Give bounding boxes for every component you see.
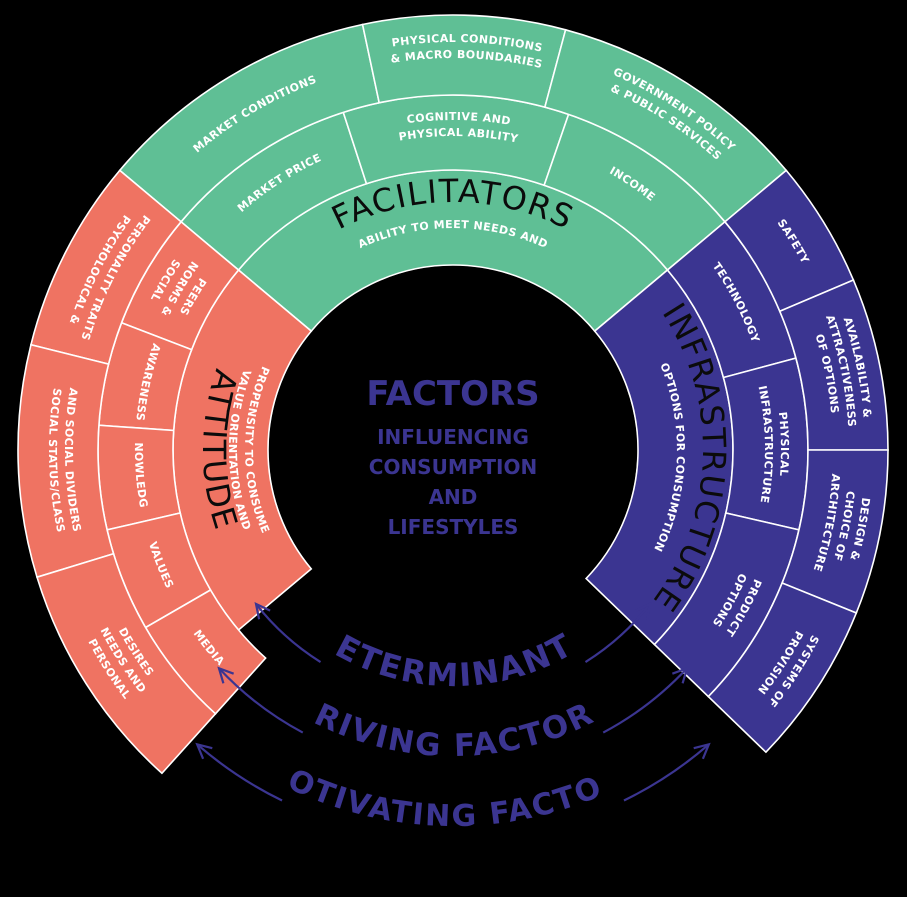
hub-title: FACTORS [366, 374, 539, 414]
hub-line-4: LIFESTYLES [388, 515, 519, 539]
arrowhead-0-left [254, 601, 271, 620]
arc-2-right [623, 743, 710, 802]
attitude-outer-2 [17, 343, 115, 579]
arc-0-left [255, 603, 322, 663]
ring-segments [17, 14, 889, 775]
arc-2-left [196, 743, 283, 802]
attitude-outer-3 [36, 552, 217, 775]
hub-circle [269, 266, 637, 634]
arrowhead-2-left [195, 742, 213, 760]
infrastructure-outer-4 [707, 581, 858, 754]
arrowhead-1-left [217, 666, 235, 684]
hub-line-2: CONSUMPTION [369, 455, 537, 479]
arc-0-right [584, 603, 651, 663]
hub-line-1: INFLUENCING [377, 425, 529, 449]
arrowhead-1-right [671, 666, 689, 684]
arc-1-left [218, 667, 304, 734]
attitude-outer-1 [29, 169, 183, 366]
arrowhead-2-right [693, 742, 711, 760]
arc-1-right [602, 667, 688, 734]
hub: FACTORS INFLUENCING CONSUMPTION AND LIFE… [366, 374, 539, 539]
hub-line-3: AND [429, 485, 478, 509]
arrowhead-0-right [635, 601, 652, 620]
arrows [195, 601, 711, 802]
infrastructure-physical-1: PHYSICAL [776, 411, 791, 477]
facilitators-cognitive-1: COGNITIVE AND [406, 110, 512, 128]
